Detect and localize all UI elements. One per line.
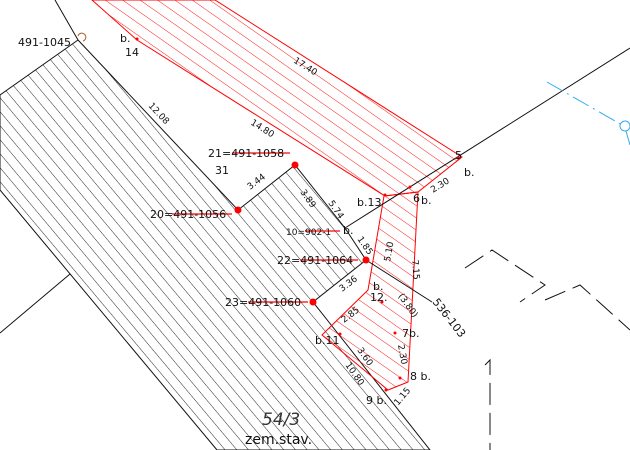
neighbor-parcel-label: 536-103 — [430, 296, 469, 340]
dimension-label: 5.10 — [383, 241, 396, 263]
b-label: b. — [120, 32, 130, 45]
b-label: 12. — [370, 291, 388, 304]
corner-mark-icon — [77, 32, 87, 42]
point-22[interactable]: 22=491-1064 — [277, 254, 353, 267]
point-10[interactable]: 10=902-1 — [286, 228, 331, 238]
b-label: 9 b. — [366, 394, 387, 407]
dimension-label: 7.15 — [409, 259, 421, 280]
red-hatched-strip-vertical[interactable] — [321, 191, 419, 391]
utility-line — [546, 81, 630, 146]
dashed-building-outline — [464, 249, 630, 450]
b-label: 8 b. — [410, 370, 431, 383]
point-23[interactable]: 23=491-1060 — [225, 296, 301, 309]
point-31: 31 — [215, 164, 229, 177]
survey-points — [135, 37, 460, 392]
b-label: 14 — [125, 46, 139, 59]
dimension-label: 1.15 — [393, 386, 414, 408]
strike-lines — [172, 152, 358, 303]
point-20[interactable]: 20=491-1056 — [150, 208, 226, 221]
point-21[interactable]: 21=491-1058 — [208, 147, 284, 160]
b-label: 6 — [413, 192, 420, 205]
b-label: b.13 — [357, 196, 381, 209]
boundary-line — [365, 259, 433, 303]
b-label: b. — [373, 280, 383, 293]
road-line — [344, 47, 630, 229]
dimension-label: 2.30 — [395, 344, 408, 366]
b-label: b. — [421, 194, 431, 207]
corner-label: 491-1045 — [18, 36, 71, 49]
b-label: 7b. — [402, 327, 419, 340]
b-label: 5 — [455, 149, 462, 162]
parcel-number: 54/3 — [262, 410, 300, 430]
b-label: b. — [464, 166, 474, 179]
boundary-line — [54, 0, 79, 41]
b-label: b. — [343, 224, 353, 237]
boundary-line — [0, 273, 71, 334]
parcel-type: zem.stav. — [245, 432, 312, 448]
b-label: b.11 — [315, 334, 339, 347]
